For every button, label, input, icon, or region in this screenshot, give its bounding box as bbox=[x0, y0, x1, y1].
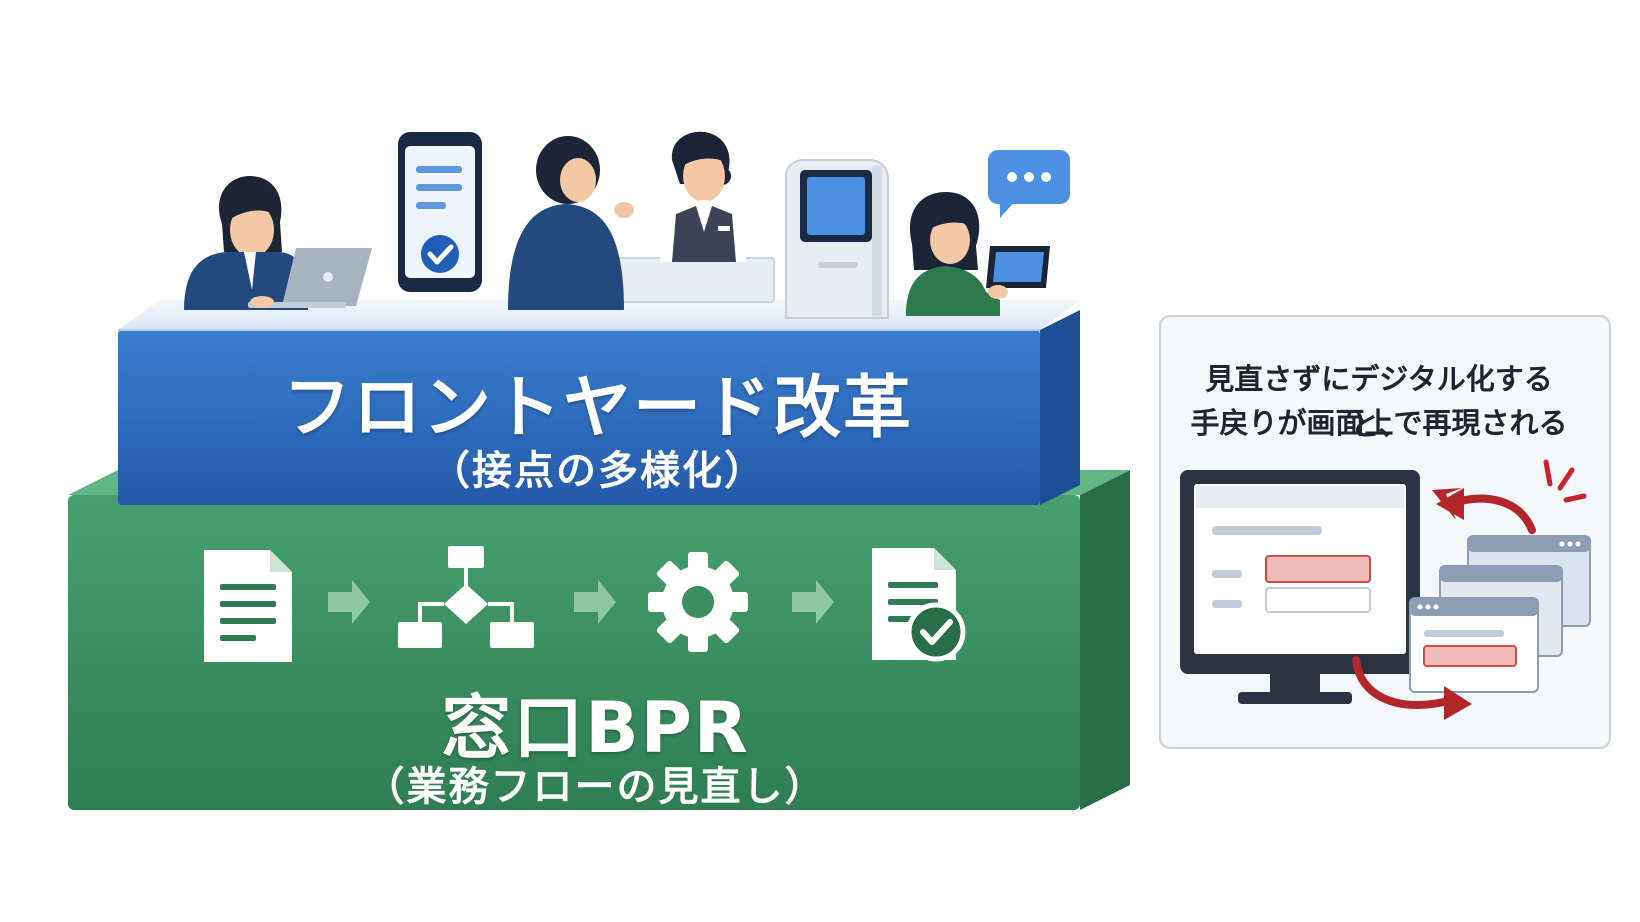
chat-bubble-icon bbox=[988, 150, 1070, 218]
laptop-user-icon bbox=[184, 176, 372, 310]
monitor-icon bbox=[1180, 470, 1420, 704]
service-counter bbox=[611, 257, 775, 303]
alert-marks-icon bbox=[1543, 459, 1587, 503]
document-icon bbox=[204, 550, 292, 662]
customer-icon bbox=[508, 136, 624, 310]
stacked-windows-icon bbox=[1409, 535, 1591, 693]
arrow-right-icon bbox=[328, 580, 370, 624]
arrow-right-icon bbox=[792, 580, 834, 624]
approved-document-icon bbox=[872, 548, 966, 662]
smartphone-check-icon bbox=[398, 132, 482, 292]
kiosk-icon bbox=[785, 159, 889, 319]
arrow-right-icon bbox=[574, 580, 616, 624]
tablet-user-icon bbox=[906, 192, 1050, 316]
front-block bbox=[118, 310, 1080, 505]
gear-icon bbox=[648, 552, 748, 652]
arrow-head-icon bbox=[1436, 488, 1464, 520]
bpr-title: 窓口BPR bbox=[441, 687, 750, 769]
note-line-2: 手戻りが画面上で再現される bbox=[1190, 406, 1568, 440]
counter-staff-icon bbox=[613, 131, 746, 262]
front-yard-title: フロントヤード改革 bbox=[282, 369, 913, 448]
flowchart-icon bbox=[398, 546, 534, 648]
arrow-head-icon bbox=[1444, 686, 1472, 720]
note-line-1: 見直さずにデジタル化すると、 bbox=[1205, 362, 1553, 442]
bpr-subtitle: （業務フローの見直し） bbox=[364, 764, 827, 810]
front-yard-subtitle: （接点の多様化） bbox=[430, 448, 766, 494]
